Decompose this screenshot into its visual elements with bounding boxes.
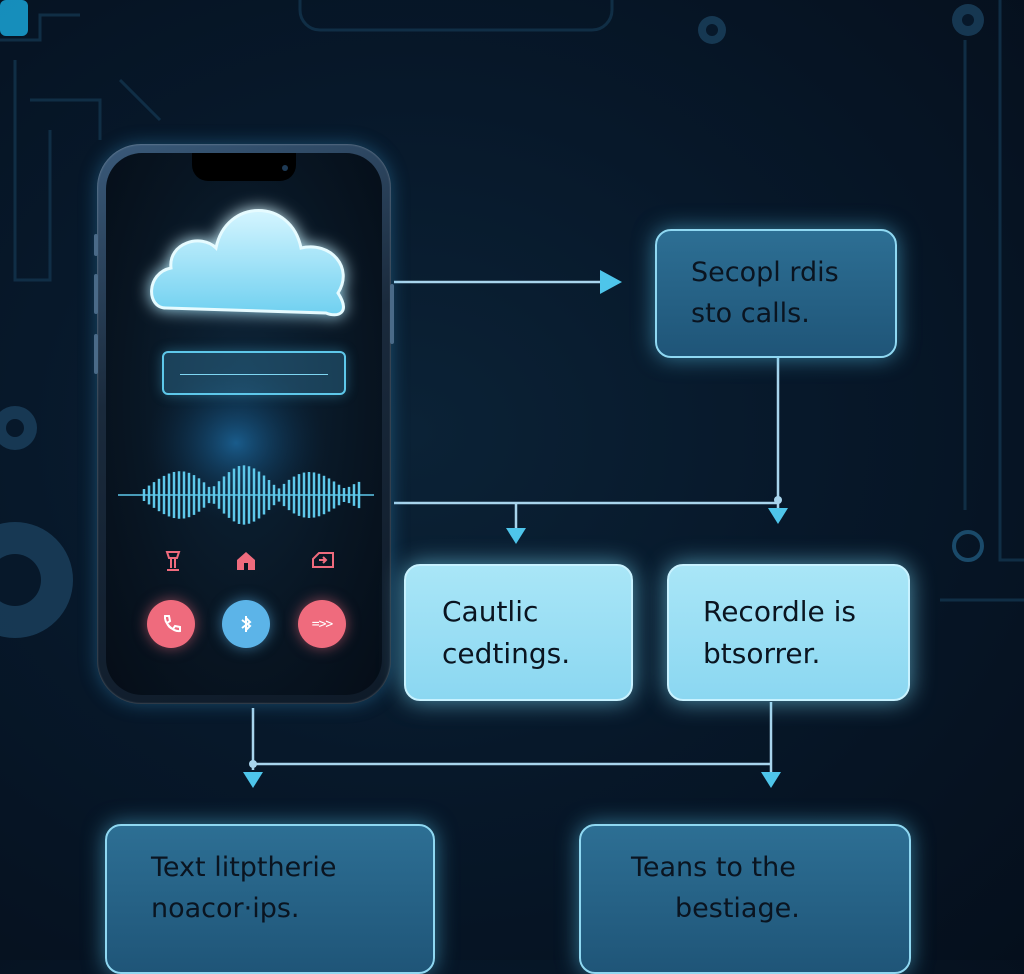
corner-logo-shape bbox=[0, 0, 28, 36]
phone-screen: =>> bbox=[106, 153, 382, 695]
contact-icon[interactable] bbox=[163, 550, 183, 574]
search-input[interactable] bbox=[162, 351, 346, 395]
call-button[interactable] bbox=[147, 600, 195, 648]
step-text-line: btsorrer. bbox=[703, 636, 821, 670]
screen-art bbox=[118, 209, 374, 525]
arrowhead-down bbox=[761, 772, 781, 788]
phone-notch bbox=[192, 153, 296, 181]
smartphone: =>> bbox=[94, 144, 394, 704]
phone-icon bbox=[163, 615, 181, 633]
step-text-line: cedtings. bbox=[442, 636, 571, 670]
step-text-line: Teans to the bbox=[631, 852, 796, 883]
step-text-line: bestiage. bbox=[675, 892, 800, 924]
volume-button bbox=[94, 274, 98, 314]
cloud-icon bbox=[150, 209, 345, 317]
microphone-icon bbox=[241, 616, 252, 632]
arrowhead-down bbox=[506, 528, 526, 544]
arrowhead-down bbox=[768, 508, 788, 524]
step-box-bottom-left: Text litptherie noacor·ips. bbox=[105, 824, 435, 974]
step-text-line: sto calls. bbox=[691, 297, 810, 329]
volume-button bbox=[94, 234, 98, 256]
forward-icon: =>> bbox=[311, 616, 334, 632]
step-box-middle-left: Cautlic cedtings. bbox=[404, 564, 633, 701]
arrowhead-right bbox=[600, 270, 622, 294]
step-text-line: Cautlic bbox=[442, 594, 539, 628]
record-button[interactable] bbox=[222, 600, 270, 648]
forward-button[interactable]: =>> bbox=[298, 600, 346, 648]
volume-button bbox=[94, 334, 98, 374]
inbox-icon[interactable] bbox=[311, 551, 335, 571]
step-text-line: Recordle is bbox=[703, 594, 857, 628]
power-button bbox=[390, 284, 394, 344]
step-box-top-right: Secopl rdis sto calls. bbox=[655, 229, 897, 358]
step-box-middle-right: Recordle is btsorrer. bbox=[667, 564, 910, 701]
camera-icon bbox=[282, 165, 288, 171]
step-box-bottom-right: Teans to the bestiage. bbox=[579, 824, 911, 974]
home-icon[interactable] bbox=[235, 550, 257, 572]
step-text-line: Secopl rdis bbox=[691, 257, 839, 288]
arrowhead-down bbox=[243, 772, 263, 788]
waveform-icon bbox=[118, 465, 374, 525]
step-text-line: Text litptherie bbox=[151, 852, 337, 883]
step-text-line: noacor·ips. bbox=[151, 892, 300, 924]
